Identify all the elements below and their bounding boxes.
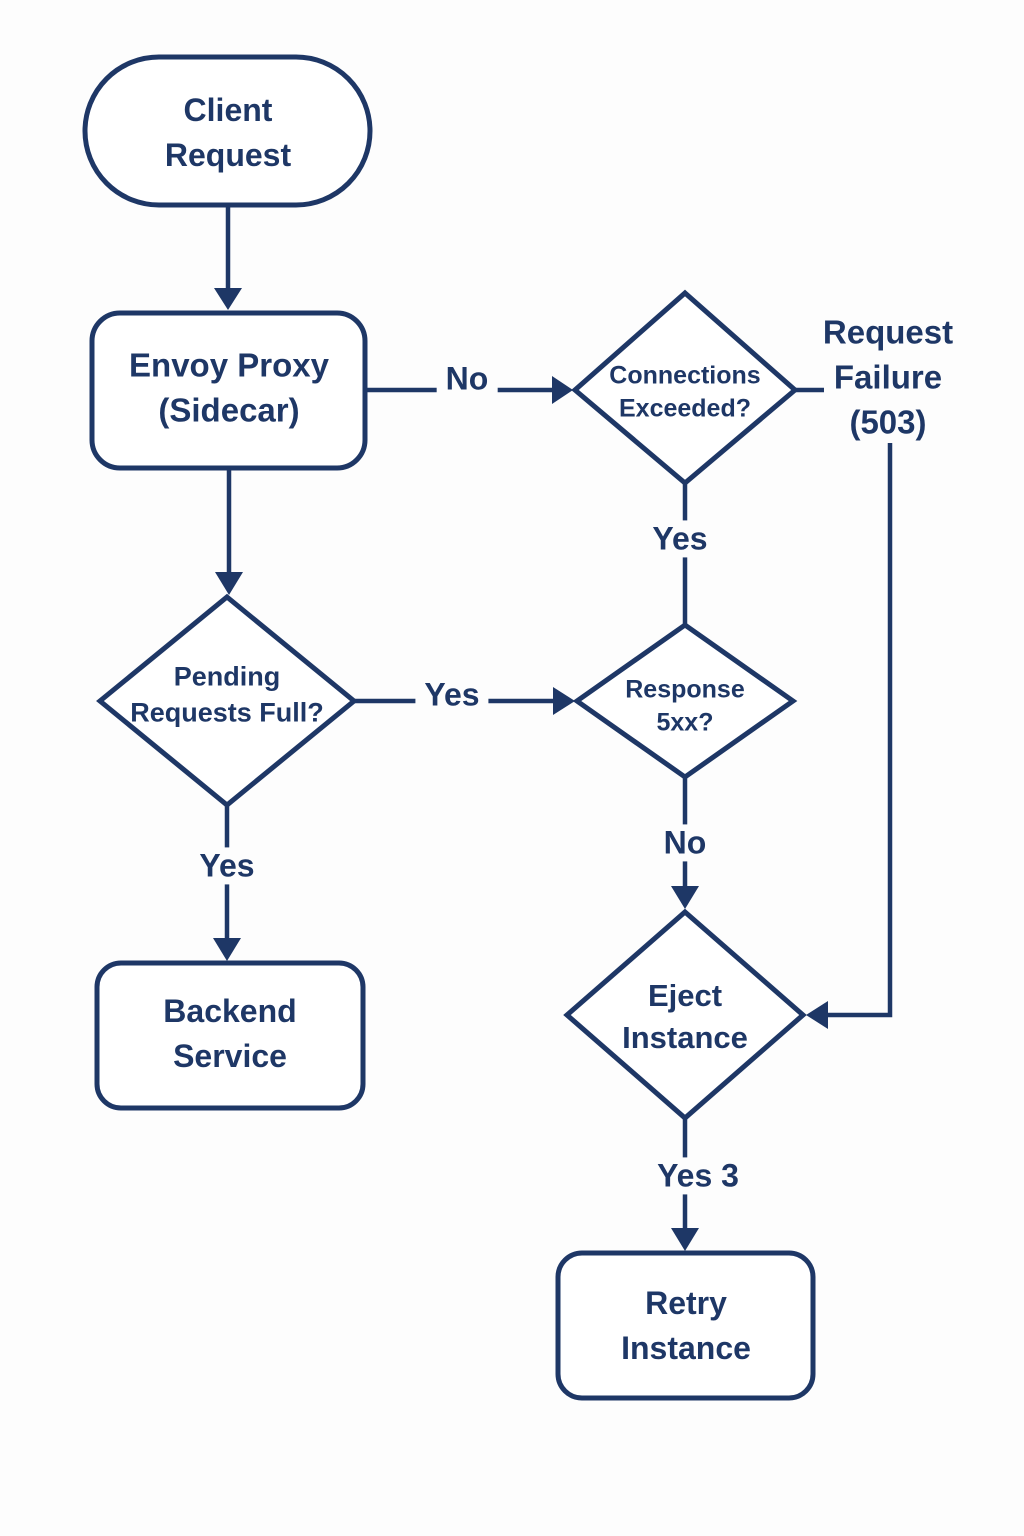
edge-label-yes3-retry: Yes 3 <box>648 1157 748 1195</box>
request-failure-label: Request Failure (503) <box>822 313 954 441</box>
retry-instance-shape <box>555 1250 816 1401</box>
edge-label-yes-pending: Yes <box>415 676 489 714</box>
envoy-proxy-shape <box>89 310 368 471</box>
envoy-proxy-label: Envoy Proxy (Sidecar) <box>129 346 329 428</box>
arrowhead-into-pending <box>215 572 243 595</box>
client-request-shape <box>82 54 373 208</box>
edge-label-yes-response: Yes <box>643 520 717 558</box>
eject-instance-shape <box>563 908 807 1122</box>
arrowhead-into-connections <box>552 376 573 404</box>
arrowhead-into-envoy <box>214 288 242 310</box>
connections-exceeded-label: Connections Exceeded? <box>609 361 761 423</box>
edge-label-no-connections: No <box>436 360 498 398</box>
response-5xx-label: Response 5xx? <box>625 675 745 737</box>
arrowhead-into-eject-top <box>671 886 699 909</box>
arrowhead-into-retry <box>671 1228 699 1251</box>
response-5xx-shape <box>572 621 798 781</box>
arrowhead-into-backend <box>213 938 241 961</box>
backend-service-shape <box>94 960 366 1111</box>
connections-exceeded-shape <box>571 289 799 487</box>
edge-failure-to-eject <box>828 443 893 1018</box>
retry-instance-label: Retry Instance <box>621 1285 751 1366</box>
edge-label-yes-backend: Yes <box>190 847 264 885</box>
pending-requests-label: Pending Requests Full? <box>130 661 324 728</box>
arrowhead-into-eject-right <box>806 1001 828 1029</box>
backend-service-label: Backend Service <box>163 993 297 1074</box>
eject-instance-label: Eject Instance <box>622 978 748 1055</box>
pending-requests-shape <box>96 593 358 809</box>
arrowhead-into-response <box>553 687 575 715</box>
client-request-label: Client Request <box>164 92 292 173</box>
edge-label-no-eject: No <box>654 824 716 862</box>
